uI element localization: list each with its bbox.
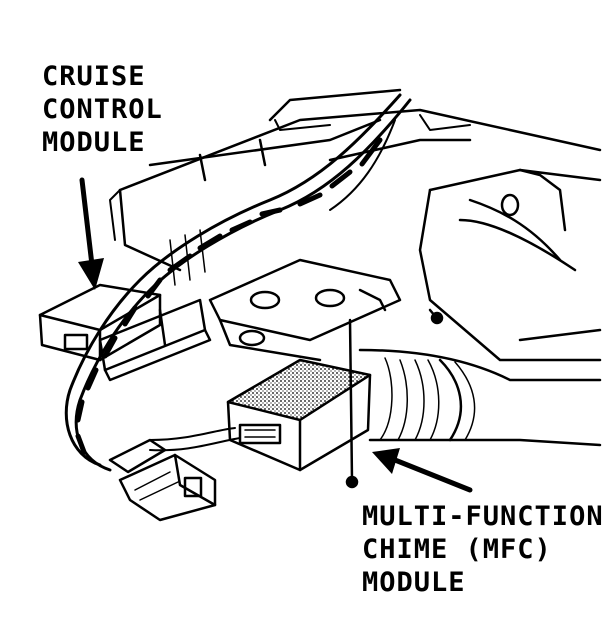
dash-panel [118, 88, 602, 272]
cruise-label-line-2: CONTROL [42, 94, 163, 125]
wiring-harness [64, 93, 412, 472]
mfc-label-line-3: MODULE [362, 567, 466, 598]
body-outline [109, 114, 471, 241]
cruise-control-module-label: CRUISE CONTROL MODULE [42, 60, 163, 159]
air-duct [358, 348, 602, 447]
mfc-module-label: MULTI-FUNCTION CHIME (MFC) MODULE [362, 500, 604, 599]
harness-connector [108, 438, 217, 522]
cruise-control-module [38, 283, 162, 362]
mounting-bracket [208, 258, 402, 362]
mfc-label-line-2: CHIME (MFC) [362, 534, 552, 565]
mfc-module [226, 358, 372, 472]
mfc-label-line-1: MULTI-FUNCTION [362, 501, 604, 532]
steering-column-bracket [418, 168, 602, 362]
cruise-label-line-3: MODULE [42, 127, 146, 158]
cruise-label-line-1: CRUISE [42, 61, 146, 92]
mounting-screws [345, 308, 444, 489]
mfc-connector-lead [149, 427, 241, 452]
callout-arrows [78, 177, 473, 493]
